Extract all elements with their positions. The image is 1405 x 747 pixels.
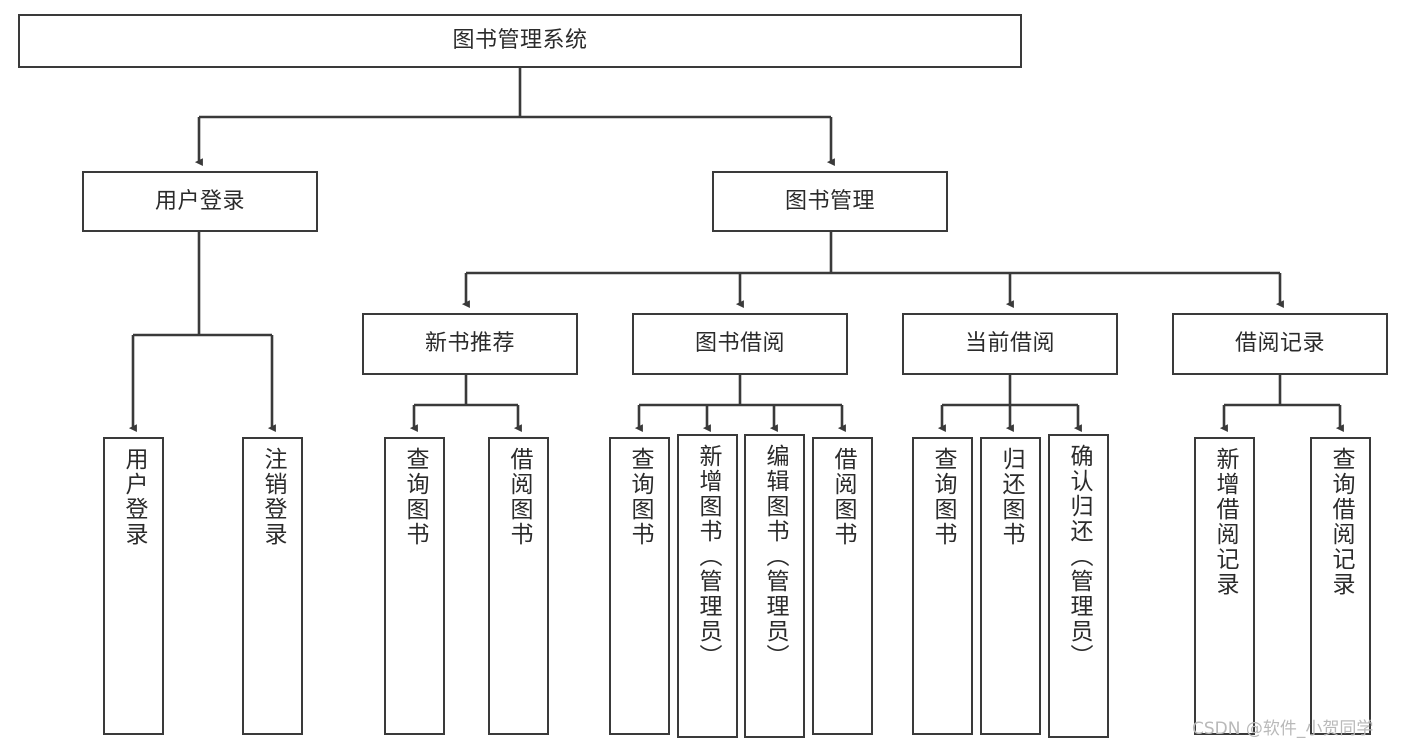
node-leaf-user-logout-label: 注销登录 xyxy=(260,447,286,547)
node-leaf-return-book-label: 归还图书 xyxy=(998,447,1024,547)
node-leaf-confirm-return-admin-label: 确认归还（管理员） xyxy=(1066,444,1092,669)
node-book-manage[interactable]: 图书管理 xyxy=(712,171,948,232)
node-book-borrow-label: 图书借阅 xyxy=(694,331,785,357)
node-book-manage-label: 图书管理 xyxy=(784,188,875,214)
node-leaf-add-borrow-record-label: 新增借阅记录 xyxy=(1212,447,1238,597)
node-leaf-add-book-admin[interactable]: 新增图书（管理员） xyxy=(677,434,738,738)
node-leaf-borrow-book-rec-label: 借阅图书 xyxy=(506,447,532,547)
node-leaf-borrow-book-label: 借阅图书 xyxy=(830,447,856,547)
node-leaf-borrow-book[interactable]: 借阅图书 xyxy=(812,437,873,735)
node-user-login[interactable]: 用户登录 xyxy=(82,171,318,232)
node-leaf-add-borrow-record[interactable]: 新增借阅记录 xyxy=(1194,437,1255,735)
node-leaf-query-book-rec-label: 查询图书 xyxy=(402,447,428,547)
node-leaf-add-book-admin-label: 新增图书（管理员） xyxy=(695,444,721,669)
node-leaf-user-login[interactable]: 用户登录 xyxy=(103,437,164,735)
node-leaf-borrow-book-rec[interactable]: 借阅图书 xyxy=(488,437,549,735)
node-leaf-query-book-current-label: 查询图书 xyxy=(930,447,956,547)
node-leaf-return-book[interactable]: 归还图书 xyxy=(980,437,1041,735)
node-root-label: 图书管理系统 xyxy=(452,28,588,54)
node-leaf-edit-book-admin-label: 编辑图书（管理员） xyxy=(762,444,788,669)
node-current-borrow[interactable]: 当前借阅 xyxy=(902,313,1118,375)
node-new-book-recommend[interactable]: 新书推荐 xyxy=(362,313,578,375)
node-leaf-query-book-borrow[interactable]: 查询图书 xyxy=(609,437,670,735)
node-leaf-query-book-current[interactable]: 查询图书 xyxy=(912,437,973,735)
node-root[interactable]: 图书管理系统 xyxy=(18,14,1022,68)
node-borrow-record[interactable]: 借阅记录 xyxy=(1172,313,1388,375)
csdn-watermark: CSDN @软件_小贺同学 xyxy=(1192,719,1374,739)
node-leaf-query-borrow-record[interactable]: 查询借阅记录 xyxy=(1310,437,1371,735)
node-leaf-query-borrow-record-label: 查询借阅记录 xyxy=(1328,447,1354,597)
node-current-borrow-label: 当前借阅 xyxy=(964,331,1055,357)
node-leaf-user-login-label: 用户登录 xyxy=(121,447,147,547)
node-leaf-confirm-return-admin[interactable]: 确认归还（管理员） xyxy=(1048,434,1109,738)
node-leaf-query-book-rec[interactable]: 查询图书 xyxy=(384,437,445,735)
node-leaf-query-book-borrow-label: 查询图书 xyxy=(627,447,653,547)
node-user-login-label: 用户登录 xyxy=(154,188,245,214)
node-new-book-recommend-label: 新书推荐 xyxy=(424,331,515,357)
node-leaf-user-logout[interactable]: 注销登录 xyxy=(242,437,303,735)
node-borrow-record-label: 借阅记录 xyxy=(1234,331,1325,357)
node-leaf-edit-book-admin[interactable]: 编辑图书（管理员） xyxy=(744,434,805,738)
node-book-borrow[interactable]: 图书借阅 xyxy=(632,313,848,375)
